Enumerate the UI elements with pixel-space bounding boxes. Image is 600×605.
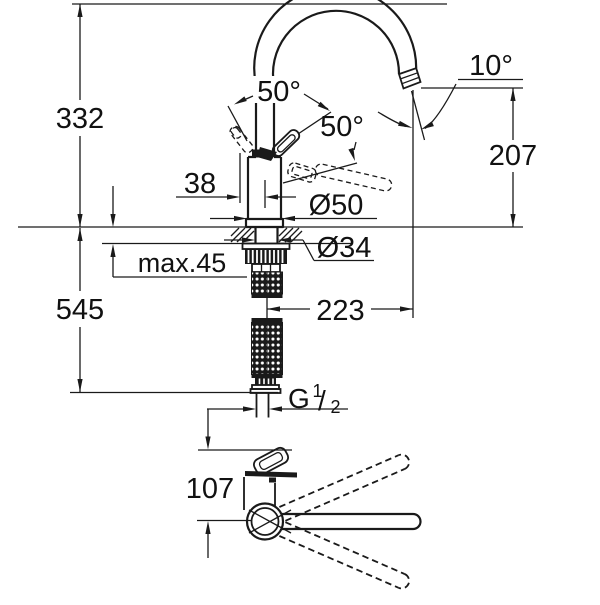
aerator-cap xyxy=(397,67,422,90)
thread-numerator: 1 xyxy=(313,381,323,401)
spout-top-view xyxy=(281,512,422,531)
dim-outlet: 10° 207 xyxy=(377,50,537,318)
dim-reach-label: 223 xyxy=(316,295,364,327)
dim-handle-offset-label: 38 xyxy=(184,168,216,200)
dim-handle-angles: 50° 50° xyxy=(227,76,364,184)
handle-position-right-knob-dashed xyxy=(287,162,317,183)
thread-slash: / xyxy=(318,385,326,416)
dim-hole-diameter: Ø34 xyxy=(224,232,374,264)
dim-reach: 223 xyxy=(267,295,413,327)
braided-hoses xyxy=(251,271,283,378)
dim-base-diameter-label: Ø50 xyxy=(309,190,364,222)
mounting-nut-knurl xyxy=(247,250,284,263)
deck-hatch-right xyxy=(278,227,303,243)
hose-manifold xyxy=(251,263,281,273)
dim-outlet-height: 207 xyxy=(489,140,537,172)
spout-swivel-up-dashed xyxy=(279,453,411,522)
dim-hole-diameter-label: Ø34 xyxy=(317,232,372,264)
dim-handle-offset: 38 xyxy=(176,153,296,208)
swivel-base-outer xyxy=(245,502,285,541)
shank xyxy=(254,227,279,244)
dim-below-deck-height: 545 xyxy=(56,294,104,326)
dim-outlet-angle: 10° xyxy=(469,50,513,82)
dim-top-view-depth-label: 107 xyxy=(186,473,234,505)
hose-end-fittings xyxy=(249,378,282,418)
thread-stud xyxy=(255,393,270,418)
lever-base xyxy=(257,147,277,161)
faucet-side-view xyxy=(18,0,523,418)
deck-hatch-left xyxy=(230,227,255,243)
dim-handle-angle-right: 50° xyxy=(320,111,364,143)
dim-thread: G 1 / 2 xyxy=(207,381,348,417)
dim-handle-angle-left: 50° xyxy=(257,76,301,108)
outlet-angle-line xyxy=(410,90,426,141)
dim-max-deck-thickness: max.45 xyxy=(138,248,227,278)
hose-manifold-lines xyxy=(260,264,272,272)
thread-prefix: G xyxy=(288,383,310,414)
base-ring xyxy=(244,217,285,229)
handle-position-right-arm-dashed xyxy=(314,163,393,192)
dim-deck-thickness: max.45 xyxy=(110,186,247,278)
dim-heights: 332 545 xyxy=(56,4,104,392)
swivel-base-inner xyxy=(250,507,280,536)
handle-lever xyxy=(271,129,301,157)
spout-outer-curve xyxy=(253,0,418,157)
faucet-top-view xyxy=(243,446,422,590)
dim-total-height: 332 xyxy=(56,103,104,135)
thread-denominator: 2 xyxy=(331,397,341,417)
spout-swivel-down-dashed xyxy=(279,521,411,590)
aerator-cap-bands xyxy=(400,72,420,85)
spout-inner-curve xyxy=(271,9,401,157)
mounting-washer xyxy=(241,242,291,250)
dim-base-diameter: Ø50 xyxy=(210,190,377,222)
handle-top-view xyxy=(243,446,297,510)
cartridge-block xyxy=(252,149,262,158)
handle-position-left-dashed xyxy=(229,125,254,154)
